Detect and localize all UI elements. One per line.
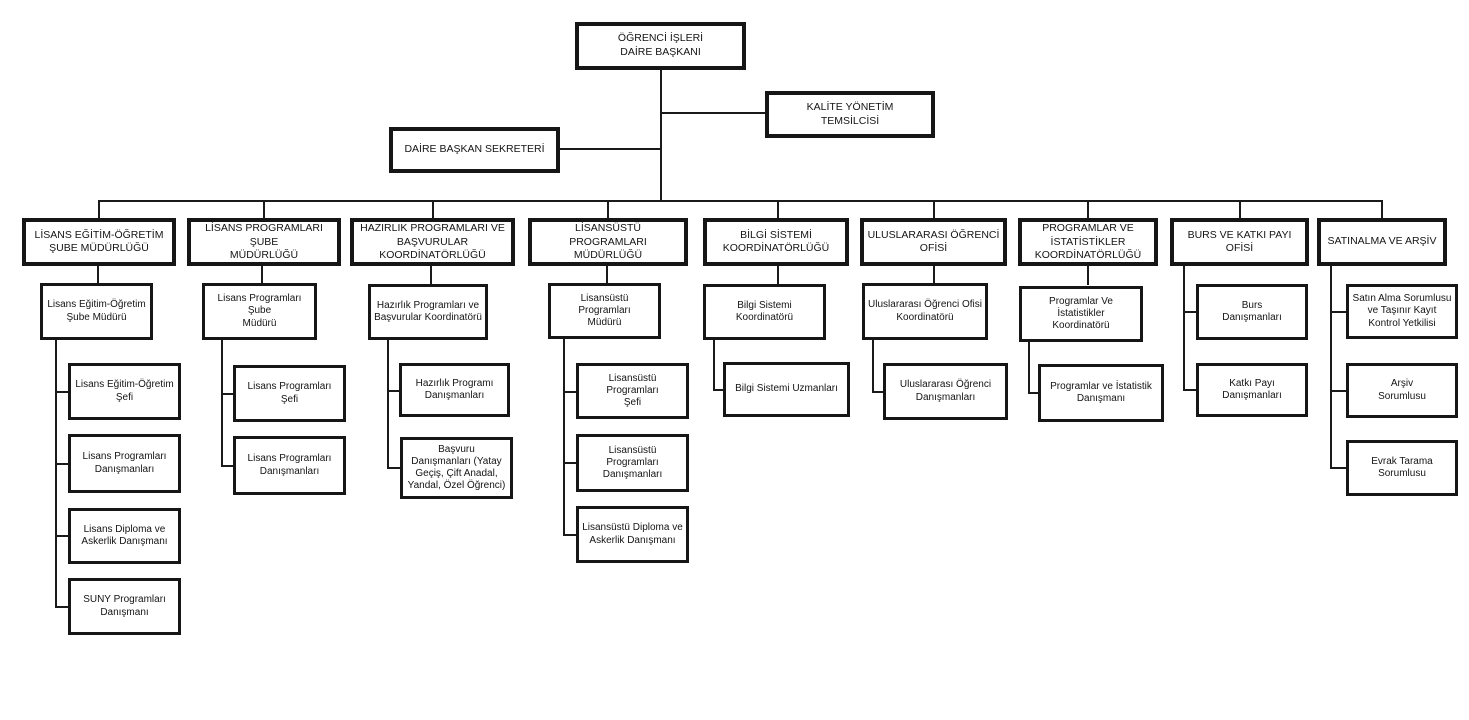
connector <box>55 339 57 608</box>
child-katki-payi-danismanlari: Katkı Payı Danışmanları <box>1196 363 1308 417</box>
connector <box>777 200 779 219</box>
connector <box>1028 392 1039 394</box>
child-bilgi-sistemi-uzmanlari: Bilgi Sistemi Uzmanları <box>723 362 850 417</box>
connector <box>607 200 609 219</box>
mgr-bilgi-sistemi: Bilgi Sistemi Koordinatörü <box>703 284 826 340</box>
connector <box>713 340 715 391</box>
connector <box>55 463 69 465</box>
connector <box>1087 264 1089 285</box>
connector <box>387 340 389 469</box>
connector <box>563 391 577 393</box>
connector <box>660 70 662 202</box>
connector <box>55 606 69 608</box>
mgr-lisans-egitim-ogretim: Lisans Eğitim-Öğretim Şube Müdürü <box>40 283 153 340</box>
mgr-lisansustu: Lisansüstü Programları Müdürü <box>548 283 661 339</box>
connector <box>387 390 400 392</box>
child-evrak-tarama: Evrak Tarama Sorumlusu <box>1346 440 1458 496</box>
connector <box>221 465 234 467</box>
child-programlar-istatistik-danismani: Programlar ve İstatistik Danışmanı <box>1038 364 1164 422</box>
connector <box>559 148 661 150</box>
child-lisansustu-danismanlari: Lisansüstü Programları Danışmanları <box>576 434 689 492</box>
connector <box>1183 311 1197 313</box>
connector <box>933 264 935 284</box>
hdr-hazirlik-basvurular: HAZIRLIK PROGRAMLARI VE BAŞVURULAR KOORD… <box>350 218 515 266</box>
connector <box>97 264 99 284</box>
child-arsiv-sorumlusu: Arşiv Sorumlusu <box>1346 363 1458 418</box>
mgr-uluslararasi-ogrenci: Uluslararası Öğrenci Ofisi Koordinatörü <box>862 283 988 340</box>
hdr-lisans-programlari: LİSANS PROGRAMLARI ŞUBE MÜDÜRLÜĞÜ <box>187 218 341 266</box>
child-satin-alma-sorumlusu: Satın Alma Sorumlusu ve Taşınır Kayıt Ko… <box>1346 284 1458 339</box>
connector <box>563 534 577 536</box>
child-lisans-prog-danismanlari: Lisans Programları Danışmanları <box>68 434 181 493</box>
node-kalite-yonetim-temsilcisi: KALİTE YÖNETİM TEMSİLCİSİ <box>765 91 935 138</box>
connector <box>872 391 884 393</box>
connector <box>1381 200 1383 219</box>
child-lisansustu-sefi: Lisansüstü Programları Şefi <box>576 363 689 419</box>
connector <box>1330 390 1347 392</box>
hdr-satinalma-arsiv: SATINALMA VE ARŞİV <box>1317 218 1447 266</box>
connector <box>432 200 434 219</box>
hdr-programlar-istatistikler: PROGRAMLAR VE İSTATİSTİKLER KOORDİNATÖRL… <box>1018 218 1158 266</box>
connector <box>261 264 263 284</box>
child-lisans-diploma-askerlik: Lisans Diploma ve Askerlik Danışmanı <box>68 508 181 564</box>
connector <box>221 393 234 395</box>
connector <box>1330 264 1332 469</box>
connector <box>660 112 766 114</box>
connector <box>98 200 100 219</box>
hdr-burs-katki-payi: BURS VE KATKI PAYI OFİSİ <box>1170 218 1309 266</box>
child-burs-danismanlari: Burs Danışmanları <box>1196 284 1308 340</box>
child-uluslararasi-danismanlari: Uluslararası Öğrenci Danışmanları <box>883 363 1008 420</box>
connector <box>563 339 565 536</box>
connector <box>387 467 400 469</box>
child-lisans-egitim-sefi: Lisans Eğitim-Öğretim Şefi <box>68 363 181 420</box>
connector <box>1330 311 1347 313</box>
mgr-programlar-istatistikler: Programlar Ve İstatistikler Koordinatörü <box>1019 286 1143 342</box>
connector <box>933 200 935 219</box>
child-lisansustu-diploma-askerlik: Lisansüstü Diploma ve Askerlik Danışmanı <box>576 506 689 563</box>
hdr-uluslararasi-ogrenci: ULUSLARARASI ÖĞRENCİ OFİSİ <box>860 218 1007 266</box>
connector <box>713 389 724 391</box>
hdr-bilgi-sistemi: BİLGİ SİSTEMİ KOORDİNATÖRLÜĞÜ <box>703 218 849 266</box>
hdr-lisans-egitim-ogretim: LİSANS EĞİTİM-ÖĞRETİM ŞUBE MÜDÜRLÜĞÜ <box>22 218 176 266</box>
connector <box>98 200 1383 202</box>
connector <box>1087 200 1089 219</box>
connector <box>1239 200 1241 219</box>
child-lisans-prog-danismanlari-2: Lisans Programları Danışmanları <box>233 436 346 495</box>
connector <box>55 391 69 393</box>
connector <box>263 200 265 219</box>
connector <box>777 264 779 285</box>
mgr-lisans-programlari: Lisans Programları Şube Müdürü <box>202 283 317 340</box>
connector <box>872 340 874 393</box>
connector <box>563 462 577 464</box>
connector <box>221 339 223 467</box>
connector <box>55 535 69 537</box>
child-basvuru-danismanlari: Başvuru Danışmanları (Yatay Geçiş, Çift … <box>400 437 513 499</box>
connector <box>606 264 608 284</box>
mgr-hazirlik-basvurular: Hazırlık Programları ve Başvurular Koord… <box>368 284 488 340</box>
child-hazirlik-danismanlari: Hazırlık Programı Danışmanları <box>399 363 510 417</box>
node-daire-baskani: ÖĞRENCİ İŞLERİ DAİRE BAŞKANI <box>575 22 746 70</box>
node-daire-baskan-sekreteri: DAİRE BAŞKAN SEKRETERİ <box>389 127 560 173</box>
hdr-lisansustu: LİSANSÜSTÜ PROGRAMLARI MÜDÜRLÜĞÜ <box>528 218 688 266</box>
connector <box>1183 389 1197 391</box>
connector <box>1183 264 1185 391</box>
child-suny-programlari: SUNY Programları Danışmanı <box>68 578 181 635</box>
connector <box>1330 467 1347 469</box>
connector <box>430 264 432 285</box>
child-lisans-prog-sefi: Lisans Programları Şefi <box>233 365 346 422</box>
connector <box>1028 340 1030 394</box>
